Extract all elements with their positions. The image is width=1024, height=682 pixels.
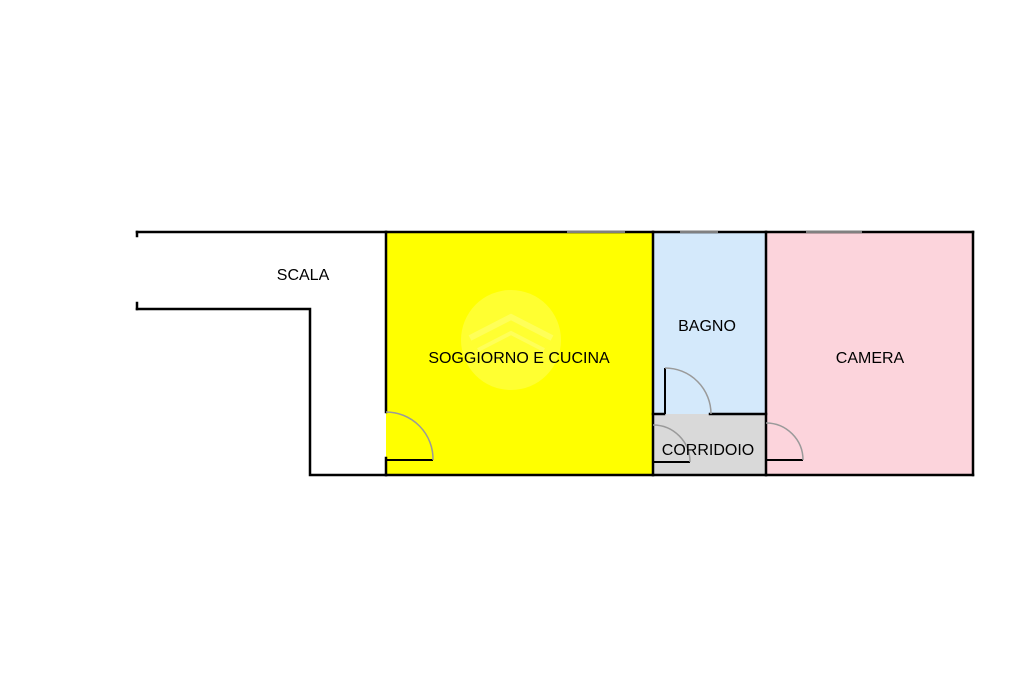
room-bagno-fill xyxy=(653,232,766,414)
house-logo-watermark xyxy=(461,290,561,390)
door-arc-bagno xyxy=(664,367,712,415)
room-scala-fill-lower xyxy=(310,309,386,475)
doors xyxy=(385,367,804,463)
room-label-scala: SCALA xyxy=(277,267,330,284)
room-label-soggiorno: SOGGIORNO E CUCINA xyxy=(428,350,610,367)
room-corridoio-fill xyxy=(653,414,766,475)
room-scala-fill xyxy=(137,232,386,309)
room-label-corridoio: CORRIDOIO xyxy=(662,442,754,459)
door-arc-soggiorno xyxy=(385,411,434,461)
room-label-bagno: BAGNO xyxy=(678,318,736,335)
door-arc-corridoio xyxy=(652,424,691,463)
wall-scala-step xyxy=(135,307,388,477)
walls xyxy=(135,230,975,477)
door-arc-camera xyxy=(765,422,804,461)
room-label-camera: CAMERA xyxy=(836,350,905,367)
room-camera-fill xyxy=(766,232,973,475)
room-soggiorno-fill xyxy=(386,232,653,475)
